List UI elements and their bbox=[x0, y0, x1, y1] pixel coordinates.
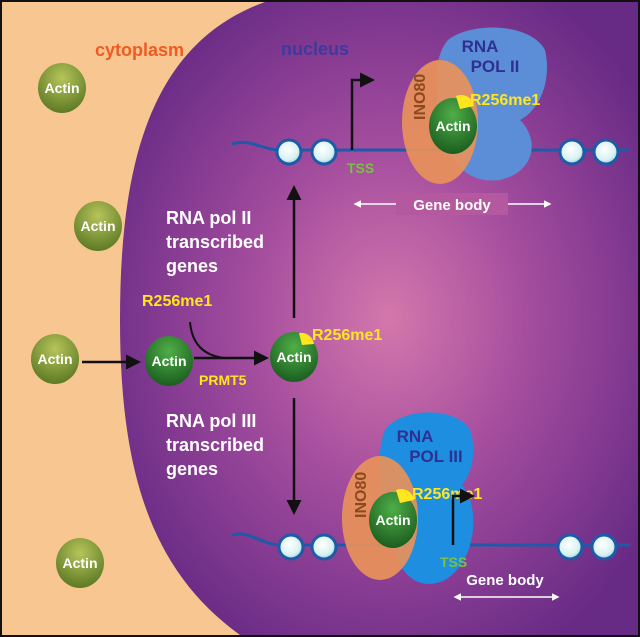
actin-label: Actin bbox=[45, 80, 80, 96]
actin-label: Actin bbox=[277, 349, 312, 365]
pol2-name-label: POL II bbox=[471, 57, 520, 76]
actin-label: Actin bbox=[81, 218, 116, 234]
cyto-actin-2: Actin bbox=[74, 201, 122, 251]
methylated-actin: Actin R256me1 bbox=[270, 327, 382, 382]
tss-arrow bbox=[350, 72, 375, 150]
prmt5-label: PRMT5 bbox=[199, 372, 247, 388]
gene-body-label: Gene body bbox=[413, 197, 491, 214]
methyl-label: R256me1 bbox=[470, 92, 540, 109]
pol2-genes-line2: transcribed bbox=[166, 232, 264, 252]
tss-arrow bbox=[451, 488, 475, 545]
nucleosome-pair-right bbox=[558, 138, 620, 166]
methyl-donor-label: R256me1 bbox=[142, 293, 212, 310]
actin-label: Actin bbox=[63, 555, 98, 571]
pol3-gene: RNA POL III INO80 Actin R256me1 TSS Gene… bbox=[231, 412, 630, 601]
gene-body-label-bg bbox=[396, 193, 508, 215]
cytoplasm-label: cytoplasm bbox=[95, 40, 184, 60]
methyl-label: R256me1 bbox=[312, 327, 382, 344]
methyl-mark bbox=[299, 332, 314, 345]
nucleosome-pair-left bbox=[277, 533, 338, 561]
complex-actin bbox=[429, 98, 477, 154]
actin-label: Actin bbox=[38, 351, 73, 367]
pol3-genes-line3: genes bbox=[166, 459, 218, 479]
methyl-mark bbox=[456, 94, 474, 109]
actin-label: Actin bbox=[376, 512, 411, 528]
ino80-label: INO80 bbox=[412, 74, 429, 120]
pol2-rna-label: RNA bbox=[462, 37, 499, 56]
nucleus-label: nucleus bbox=[281, 39, 349, 59]
methyl-label: R256me1 bbox=[412, 486, 482, 503]
pol2-gene: RNA POL II INO80 Actin R256me1 TSS Gene … bbox=[231, 27, 630, 215]
actin-label: Actin bbox=[436, 118, 471, 134]
actin-label: Actin bbox=[152, 353, 187, 369]
complex-actin bbox=[369, 492, 417, 548]
gene-body-label: Gene body bbox=[466, 572, 544, 589]
tss-label: TSS bbox=[347, 160, 374, 176]
ino80-label: INO80 bbox=[353, 472, 370, 518]
nuclear-actin: Actin bbox=[145, 336, 193, 386]
nucleosome-pair-right bbox=[556, 533, 618, 561]
cyto-actin-4: Actin bbox=[56, 538, 104, 588]
methyl-mark bbox=[396, 488, 414, 503]
pol2-genes-line3: genes bbox=[166, 256, 218, 276]
pol3-name-label: POL III bbox=[409, 447, 463, 466]
cyto-actin-1: Actin bbox=[38, 63, 86, 113]
pol3-genes-line2: transcribed bbox=[166, 435, 264, 455]
pol3-rna-label: RNA bbox=[397, 427, 434, 446]
cyto-actin-3: Actin bbox=[31, 334, 79, 384]
nucleosome-pair-left bbox=[275, 138, 338, 166]
pol2-genes-line1: RNA pol II bbox=[166, 208, 251, 228]
tss-label: TSS bbox=[440, 554, 467, 570]
pol3-genes-line1: RNA pol III bbox=[166, 411, 256, 431]
